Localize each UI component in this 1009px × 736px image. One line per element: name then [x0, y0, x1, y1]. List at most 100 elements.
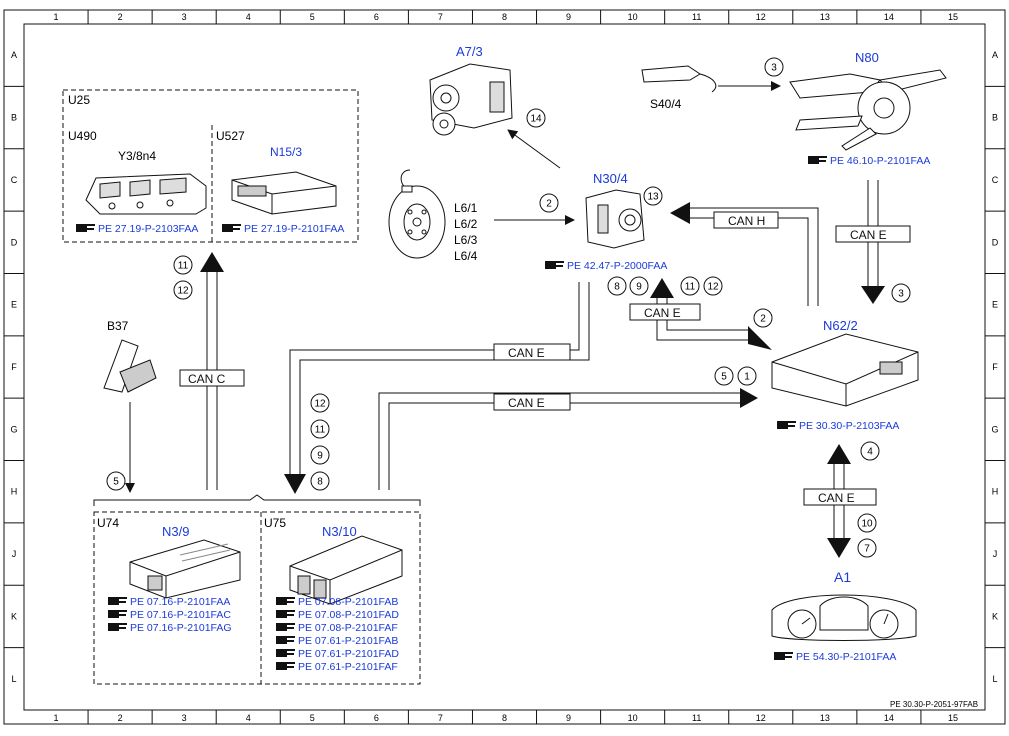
l6-2-label: L6/2	[454, 217, 478, 231]
l6-labels: L6/1 L6/2 L6/3 L6/4	[454, 201, 478, 263]
grid-row-label: K	[992, 611, 998, 621]
grid-col-label: 9	[566, 713, 571, 723]
grid-col-label: 15	[948, 713, 958, 723]
signal-circle	[629, 276, 649, 296]
grid-col-label: 11	[692, 12, 701, 22]
signal-number: 13	[647, 192, 659, 203]
ref-link-a1[interactable]: PE 54.30-P-2101FAA	[796, 651, 896, 663]
b37-label: B37	[107, 319, 129, 333]
steering-column-module-icon	[789, 69, 947, 151]
signal-circle	[173, 280, 193, 300]
wheel-speed-sensor-icon	[388, 169, 446, 259]
n30-4-label: N30/4	[593, 171, 628, 186]
ref-link-n3-10-6[interactable]: PE 07.61-P-2101FAF	[298, 661, 398, 673]
grid-row-label: F	[11, 362, 17, 372]
ref-link-n3-10-1[interactable]: PE 07.08-P-2101FAB	[298, 596, 398, 608]
valve-body-icon	[85, 173, 207, 215]
grid-row-label: L	[11, 674, 16, 684]
signal-circle	[860, 441, 880, 461]
footer-code: PE 30.30-P-2051-97FAB	[890, 700, 978, 709]
grid-col-label: 15	[948, 12, 958, 22]
ref-link-n3-9-2[interactable]: PE 07.16-P-2101FAC	[130, 609, 231, 621]
grid-col-label: 13	[820, 713, 830, 723]
signal-circle	[173, 255, 193, 275]
signal-circle	[106, 471, 126, 491]
signal-number: 14	[530, 114, 542, 125]
grid-row-label: C	[992, 175, 999, 185]
grid-col-label: 8	[502, 12, 507, 22]
grid-row-label: C	[11, 175, 18, 185]
outer-frame	[3, 9, 1006, 725]
can-c-label: CAN C	[188, 372, 226, 386]
grid-row-label: J	[993, 549, 998, 559]
signal-number: 12	[177, 286, 189, 297]
grid-row-label: B	[992, 113, 998, 123]
signal-circle	[753, 308, 773, 328]
signal-circle	[714, 366, 734, 386]
a1-label: A1	[834, 569, 851, 585]
grid-row-label: H	[992, 487, 999, 497]
inner-frame	[23, 23, 986, 711]
signal-circle	[607, 276, 627, 296]
grid-col-label: 3	[182, 12, 187, 22]
group-u490-label: U490	[68, 129, 97, 143]
grid-col-label: 7	[438, 713, 443, 723]
ref-link-n3-10-4[interactable]: PE 07.61-P-2101FAB	[298, 635, 398, 647]
signal-circle	[310, 419, 330, 439]
grid-col-label: 14	[884, 713, 894, 723]
signal-number: 3	[898, 289, 904, 300]
grid-col-label: 11	[692, 713, 701, 723]
l6-1-label: L6/1	[454, 201, 478, 215]
ref-link-n62-2[interactable]: PE 30.30-P-2103FAA	[799, 420, 899, 432]
signal-number: 2	[546, 199, 552, 210]
signal-number: 8	[317, 477, 323, 488]
grid-row-label: G	[10, 424, 17, 434]
esp-control-unit-icon	[585, 189, 645, 249]
can-e-n30-to-u75	[289, 282, 590, 478]
signal-number: 9	[636, 282, 642, 293]
grid-row-label: K	[11, 611, 17, 621]
ref-link-n3-10-5[interactable]: PE 07.61-P-2101FAD	[298, 648, 399, 660]
ref-link-n3-9-3[interactable]: PE 07.16-P-2101FAG	[130, 622, 232, 634]
parktronic-control-unit-icon	[771, 333, 919, 407]
control-module-icon	[231, 171, 337, 215]
ref-link-n15-3[interactable]: PE 27.19-P-2101FAA	[244, 223, 344, 235]
group-u74-u75-box	[93, 511, 421, 685]
signal-circle	[310, 471, 330, 491]
signal-number: 5	[113, 477, 119, 488]
grid-col-label: 2	[118, 12, 123, 22]
ref-link-n3-10-3[interactable]: PE 07.08-P-2101FAF	[298, 622, 398, 634]
grid-labels: 1122334455667788991010111112121313141415…	[10, 12, 998, 723]
ref-link-n30-4[interactable]: PE 42.47-P-2000FAA	[567, 260, 667, 272]
signal-circle	[764, 57, 784, 77]
grid-row-label: B	[11, 113, 17, 123]
signal-circle	[737, 366, 757, 386]
grid-col-label: 5	[310, 713, 315, 723]
signal-number: 10	[861, 519, 873, 530]
grid-col-label: 7	[438, 12, 443, 22]
grid-col-label: 14	[884, 12, 894, 22]
ref-link-n3-9-1[interactable]: PE 07.16-P-2101FAA	[130, 596, 230, 608]
n80-label: N80	[855, 50, 879, 65]
l6-3-label: L6/3	[454, 233, 478, 247]
ref-link-n3-10-2[interactable]: PE 07.08-P-2101FAD	[298, 609, 399, 621]
group-u74-label: U74	[97, 516, 119, 530]
ref-link-y3-8n4[interactable]: PE 27.19-P-2103FAA	[98, 223, 198, 235]
signal-number: 12	[314, 399, 326, 410]
signal-circle	[680, 276, 700, 296]
grid-col-label: 10	[628, 713, 638, 723]
grid-col-label: 10	[628, 12, 638, 22]
signal-number: 3	[771, 63, 777, 74]
signal-number: 7	[864, 544, 870, 555]
n3-9-label: N3/9	[162, 524, 189, 539]
grid-row-label: L	[992, 674, 997, 684]
group-u75-label: U75	[264, 516, 286, 530]
accelerator-pedal-sensor-icon	[103, 339, 157, 393]
grid-col-label: 4	[246, 713, 251, 723]
ref-link-n80[interactable]: PE 46.10-P-2101FAA	[830, 155, 930, 167]
grid-col-label: 3	[182, 713, 187, 723]
grid-ticks	[4, 10, 1005, 724]
signal-number: 12	[707, 282, 719, 293]
